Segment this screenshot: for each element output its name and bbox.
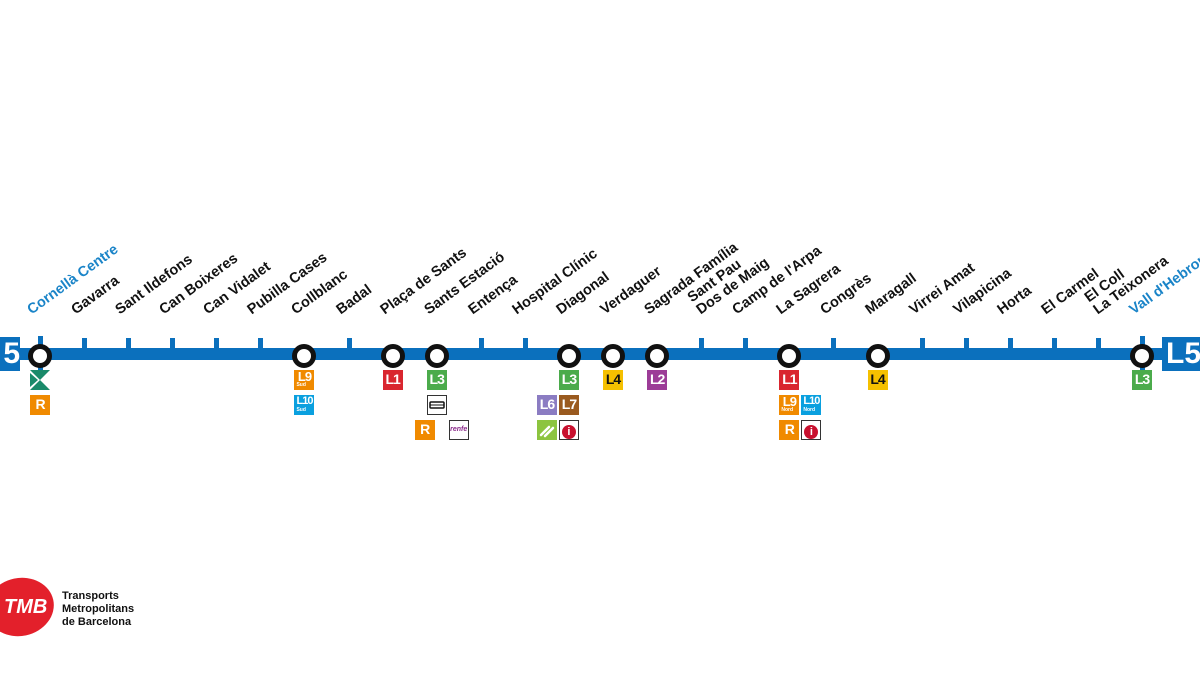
interchange-station-marker[interactable] bbox=[1130, 344, 1154, 368]
connection-badge-l3: L3 bbox=[1132, 370, 1152, 390]
interchange-station-marker[interactable] bbox=[865, 344, 890, 368]
interchange-station-marker[interactable] bbox=[380, 344, 405, 368]
interchange-station-marker[interactable] bbox=[292, 344, 317, 368]
connection-badge-l3: L3 bbox=[558, 370, 579, 390]
connection-badge-l4: L4 bbox=[603, 370, 624, 390]
station-name: Horta bbox=[994, 282, 1035, 318]
connection-badge-l2: L2 bbox=[647, 370, 668, 390]
station-tick bbox=[1007, 338, 1013, 350]
connection-badge-r: R bbox=[414, 420, 435, 440]
interchange-station-marker[interactable] bbox=[28, 344, 52, 368]
interchange-station-marker[interactable] bbox=[556, 344, 581, 368]
interchange-station-marker[interactable] bbox=[645, 344, 670, 368]
station-tick bbox=[82, 338, 88, 350]
line-badge-left: 5 bbox=[0, 337, 20, 371]
connection-badge-l1: L1 bbox=[779, 370, 800, 390]
info-icon: i bbox=[804, 425, 819, 439]
fgc-icon bbox=[539, 425, 555, 438]
station-tick bbox=[126, 338, 132, 350]
connection-badge-l4: L4 bbox=[867, 370, 888, 390]
connection-badge-l6: L6 bbox=[536, 395, 557, 415]
connection-badge-info: i bbox=[558, 420, 579, 440]
tmb-name-line: Transports bbox=[62, 590, 119, 602]
station-tick bbox=[258, 338, 264, 350]
station-name: Badal bbox=[333, 281, 375, 318]
station-tick bbox=[963, 338, 969, 350]
connection-badge-l7: L7 bbox=[558, 395, 579, 415]
connection-badge-r: R bbox=[779, 420, 800, 440]
station-label[interactable]: Horta bbox=[994, 282, 1035, 318]
station-label[interactable]: Badal bbox=[333, 281, 375, 318]
station-tick bbox=[346, 338, 352, 350]
line-badge-right: L5 bbox=[1162, 337, 1200, 371]
station-tick bbox=[831, 338, 837, 350]
line-track bbox=[20, 348, 1165, 360]
tmb-logo-mark: TMB bbox=[4, 596, 48, 618]
station-tick bbox=[170, 338, 176, 350]
station-tick bbox=[214, 338, 220, 350]
interchange-station-marker[interactable] bbox=[601, 344, 626, 368]
station-tick bbox=[1095, 338, 1101, 350]
tmb-name-line: Metropolitans bbox=[62, 603, 135, 615]
station-tick bbox=[522, 338, 528, 350]
connection-badge-l1: L1 bbox=[382, 370, 403, 390]
connection-badge-r: R bbox=[30, 395, 50, 415]
connection-badge-info: i bbox=[801, 420, 822, 440]
station-tick bbox=[699, 338, 705, 350]
tmb-name-line: de Barcelona bbox=[62, 616, 132, 628]
station-tick bbox=[478, 338, 484, 350]
tmb-name: Transports Metropolitans de Barcelona bbox=[62, 590, 134, 629]
interchange-station-marker[interactable] bbox=[777, 344, 802, 368]
bus-icon bbox=[428, 401, 445, 409]
interchange-station-marker[interactable] bbox=[424, 344, 449, 368]
connection-badge-tram bbox=[30, 370, 50, 390]
station-tick bbox=[1051, 338, 1057, 350]
connection-badge-bus bbox=[426, 395, 447, 415]
info-icon: i bbox=[561, 425, 576, 439]
connection-badge-renfe: renfe bbox=[448, 420, 469, 440]
tram-icon bbox=[30, 370, 50, 390]
station-tick bbox=[743, 338, 749, 350]
connection-badge-l3: L3 bbox=[426, 370, 447, 390]
connection-badge-fgc bbox=[536, 420, 557, 440]
station-tick bbox=[919, 338, 925, 350]
